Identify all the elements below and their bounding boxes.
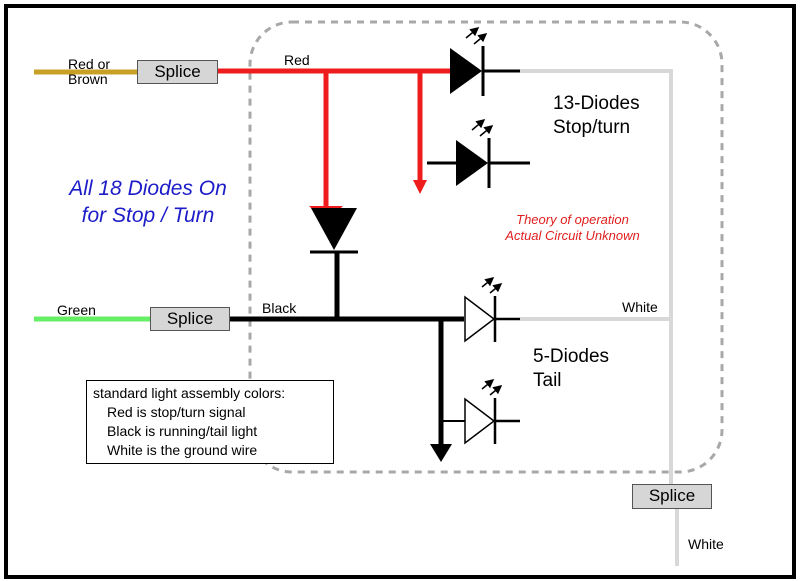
color-legend: standard light assembly colors: Red is s…	[86, 380, 334, 464]
legend-title: standard light assembly colors:	[93, 385, 286, 401]
brown-wire-label-1: Red or	[68, 56, 111, 72]
stop-diode-top	[450, 27, 520, 96]
diagram-frame	[4, 4, 796, 579]
legend-item-white: White is the ground wire	[107, 442, 258, 458]
headline-line-2: for Stop / Turn	[81, 204, 215, 227]
brown-wire-label-2: Brown	[68, 71, 108, 87]
red-arrow-down-small	[413, 180, 427, 194]
splice-middle: Splice	[150, 307, 230, 331]
tail-label: Tail	[533, 370, 562, 391]
legend-item-red: Red is stop/turn signal	[107, 404, 246, 420]
note-line-1: Theory of operation	[516, 212, 629, 227]
stop-diode-lower	[427, 119, 530, 188]
tail-diode-lower	[464, 379, 520, 445]
white-wire-label-bottom: White	[688, 536, 724, 552]
tail-count-label: 5-Diodes	[533, 346, 610, 367]
stop-turn-label: Stop/turn	[553, 117, 631, 138]
black-arrow-down	[430, 444, 452, 462]
white-wire-label-right: White	[622, 299, 658, 315]
red-wire-label: Red	[284, 52, 310, 68]
green-wire-label: Green	[57, 302, 96, 318]
isolation-diode	[310, 208, 358, 319]
headline-line-1: All 18 Diodes On	[69, 177, 227, 200]
legend-item-black: Black is running/tail light	[107, 423, 258, 439]
note-line-2: Actual Circuit Unknown	[505, 228, 640, 243]
tail-diode-top	[464, 277, 520, 343]
splice-top: Splice	[137, 60, 218, 84]
splice-bottom: Splice	[632, 484, 712, 509]
stop-turn-count-label: 13-Diodes	[553, 93, 640, 114]
light-assembly-outline	[248, 20, 724, 474]
black-wire-label: Black	[262, 300, 297, 316]
